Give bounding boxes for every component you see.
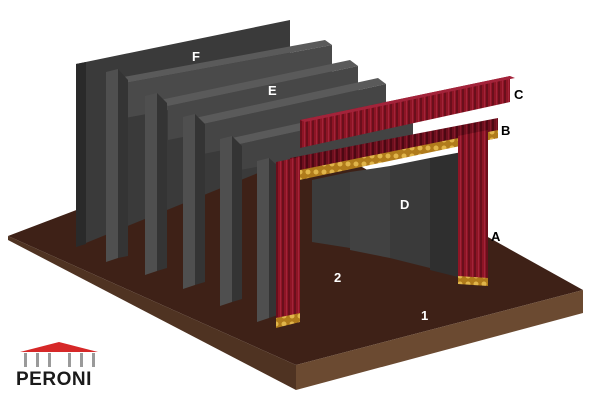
floor-left-edge [8, 236, 296, 390]
valance-b [290, 118, 498, 182]
valance-c [300, 76, 515, 148]
peroni-logo [20, 342, 98, 367]
label-d: D [400, 197, 410, 212]
leg-flats [106, 69, 278, 322]
side-drape-a [458, 130, 488, 286]
logo-text: PERONI [16, 369, 92, 390]
label-f: F [192, 49, 200, 64]
label-c: C [514, 87, 524, 102]
theatre-tent-icon [20, 342, 98, 367]
backdrop-d [312, 152, 462, 278]
label-2: 2 [334, 270, 342, 285]
floor-front-edge [296, 290, 583, 390]
label-e: E [268, 83, 277, 98]
label-a: A [491, 229, 501, 244]
side-drape-left [276, 157, 300, 328]
label-b: B [501, 123, 511, 138]
label-1: 1 [421, 308, 429, 323]
